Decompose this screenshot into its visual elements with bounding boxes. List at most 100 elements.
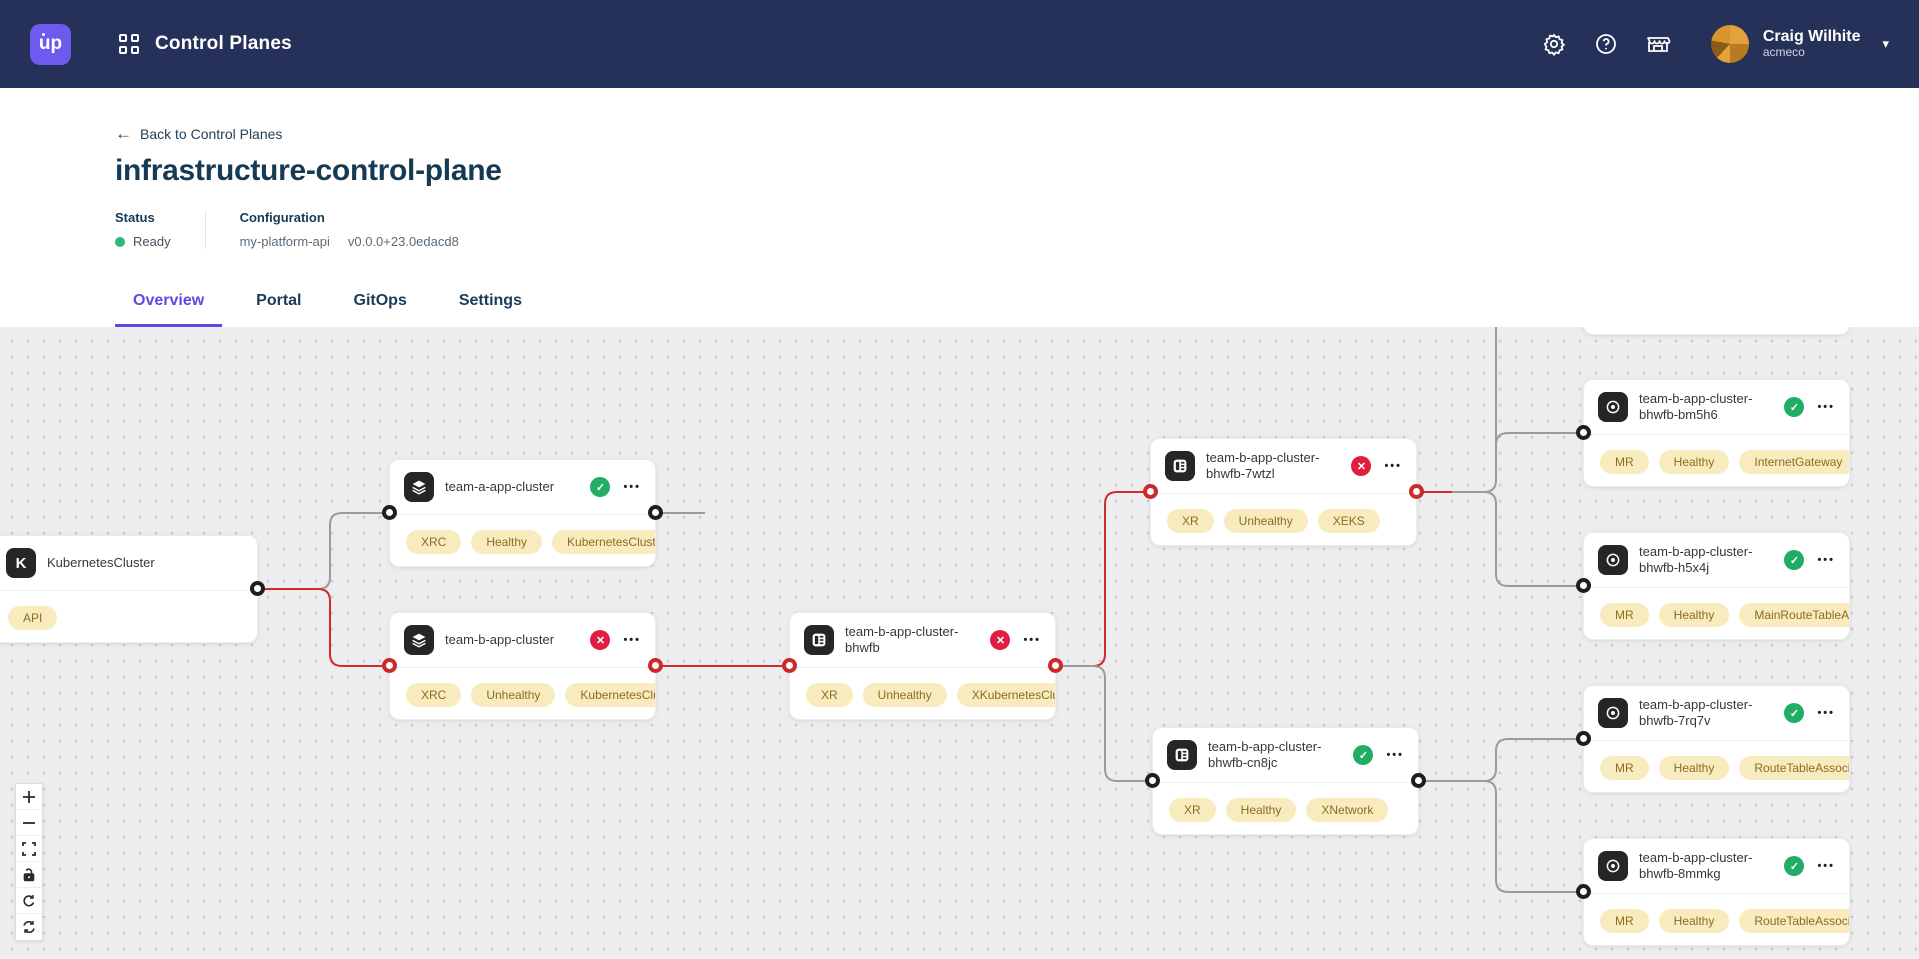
top-navbar: up Control Planes [0,0,1919,88]
node-title: team-b-app-cluster-bhwfb-8mmkg [1639,849,1753,881]
badge-routetableassociation: RouteTableAssociation [1739,755,1849,780]
team-b-app-cluster-bhwfb-7wtzl-left-handle [1143,484,1158,499]
graph-node-kubernetescluster[interactable]: K KubernetesCluster API [0,535,258,643]
user-org: acmeco [1762,45,1805,60]
node-title: team-b-app-cluster-bhwfb [845,623,959,655]
back-label: Back to Control Planes [140,126,283,142]
settings-gear-icon[interactable] [1541,31,1567,57]
edge-k8s-to-team-a [258,512,389,590]
badge-xnetwork: XNetwork [1306,797,1389,822]
user-menu[interactable]: Craig Wilhite acmeco ▾ [1710,25,1889,63]
edge-k8s-to-team-b [258,588,389,667]
team-b-app-cluster-bhwfb-cn8jc-left-handle [1145,773,1160,788]
node-menu-button[interactable]: ••• [1817,860,1835,872]
rotate-button[interactable] [16,888,42,914]
k-kind-icon: K [6,548,36,578]
table-kind-icon [804,625,834,655]
product-title: Control Planes [155,33,292,54]
team-b-app-cluster-left-handle [382,658,397,673]
node-menu-button[interactable]: ••• [1817,707,1835,719]
edge-cn8jc-to-8mmkg [1419,780,1583,893]
team-b-app-cluster-bhwfb-8mmkg-left-handle [1576,884,1591,899]
node-divider [390,514,655,515]
graph-canvas[interactable]: K KubernetesCluster API team-a-app-clust… [0,327,1919,959]
node-title: team-b-app-cluster [445,631,555,647]
tab-overview[interactable]: Overview [115,282,223,327]
tab-gitops[interactable]: GitOps [353,292,407,309]
node-menu-button[interactable]: ••• [1023,634,1041,646]
help-icon[interactable] [1593,31,1619,57]
team-a-app-cluster-right-handle [648,505,663,520]
flow-controls [15,783,43,941]
team-b-app-cluster-bhwfb-bm5h6-left-handle [1576,425,1591,440]
healthy-check-icon: ✓ [1784,397,1805,417]
badge-mr: MR [1600,908,1649,933]
node-menu-button[interactable]: ••• [1386,749,1404,761]
node-badges: XRCHealthyKubernetesCluster [390,515,655,566]
node-badges: MRHealthyRouteTableAssociation [1584,741,1849,792]
page-title: infrastructure-control-plane [115,154,502,187]
tab-portal[interactable]: Portal [256,292,302,309]
zoom-in-button[interactable] [16,784,42,810]
team-b-app-cluster-bhwfb-right-handle [1048,658,1063,673]
avatar [1710,25,1749,63]
badge-kubernetescluster: KubernetesCluster [552,529,655,554]
badge-routetableassociation: RouteTableAssociation [1739,908,1849,933]
node-menu-button[interactable]: ••• [1817,554,1835,566]
lock-button[interactable] [16,862,42,888]
badge-unhealthy: Unhealthy [471,682,556,707]
node-divider [0,590,257,591]
back-arrow-icon: ← [115,124,132,143]
healthy-check-icon: ✓ [1353,745,1374,765]
marketplace-icon[interactable] [1645,31,1671,57]
node-badges: MRHealthyMainRouteTableAssociation [1584,588,1849,639]
edge-7wtzl-trunk-up [1450,327,1497,493]
zoom-out-button[interactable] [16,810,42,836]
unhealthy-x-icon: ✕ [1351,456,1372,476]
user-name: Craig Wilhite [1762,27,1861,45]
fit-view-button[interactable] [16,836,42,862]
back-to-control-planes-link[interactable]: ← Back to Control Planes [115,124,282,144]
node-badges: MRHealthyRouteTableAssociation [1584,894,1849,945]
edge-trunk-to-bm5h6 [1495,432,1583,446]
chevron-down-icon: ▾ [1882,36,1889,51]
badge-xkubernetescluster: XKubernetesCluster [956,682,1055,707]
target-kind-icon [1598,392,1628,422]
node-menu-button[interactable]: ••• [1817,401,1835,413]
layers-kind-icon [404,472,434,502]
team-b-app-cluster-bhwfb-cn8jc-right-handle [1411,773,1426,788]
node-title: KubernetesCluster [47,554,155,570]
node-menu-button[interactable]: ••• [623,634,641,646]
unhealthy-x-icon: ✕ [590,630,611,650]
badge-healthy: Healthy [471,529,543,554]
badge-healthy: Healthy [1658,602,1730,627]
graph-node-partial-top-node[interactable] [1583,327,1850,335]
configuration-label: Configuration [239,210,325,225]
badge-unhealthy: Unhealthy [1223,508,1308,533]
edge-bhwfb-to-cn8jc [1056,665,1152,782]
tab-settings[interactable]: Settings [458,292,522,309]
badge-mainroutetableassociation: MainRouteTableAssociation [1739,602,1849,627]
node-menu-button[interactable]: ••• [1384,460,1402,472]
configuration-name[interactable]: my-platform-api [239,234,330,249]
upbound-logo[interactable]: up [30,23,71,65]
badge-unhealthy: Unhealthy [862,682,947,707]
node-menu-button[interactable]: ••• [623,481,641,493]
badge-xr: XR [1167,508,1214,533]
node-divider [1584,434,1849,435]
node-divider [1584,740,1849,741]
node-title: team-b-app-cluster-bhwfb-7rq7v [1639,696,1753,728]
healthy-check-icon: ✓ [1784,550,1805,570]
badge-api: API [8,605,58,630]
refresh-layout-button[interactable] [16,914,42,940]
